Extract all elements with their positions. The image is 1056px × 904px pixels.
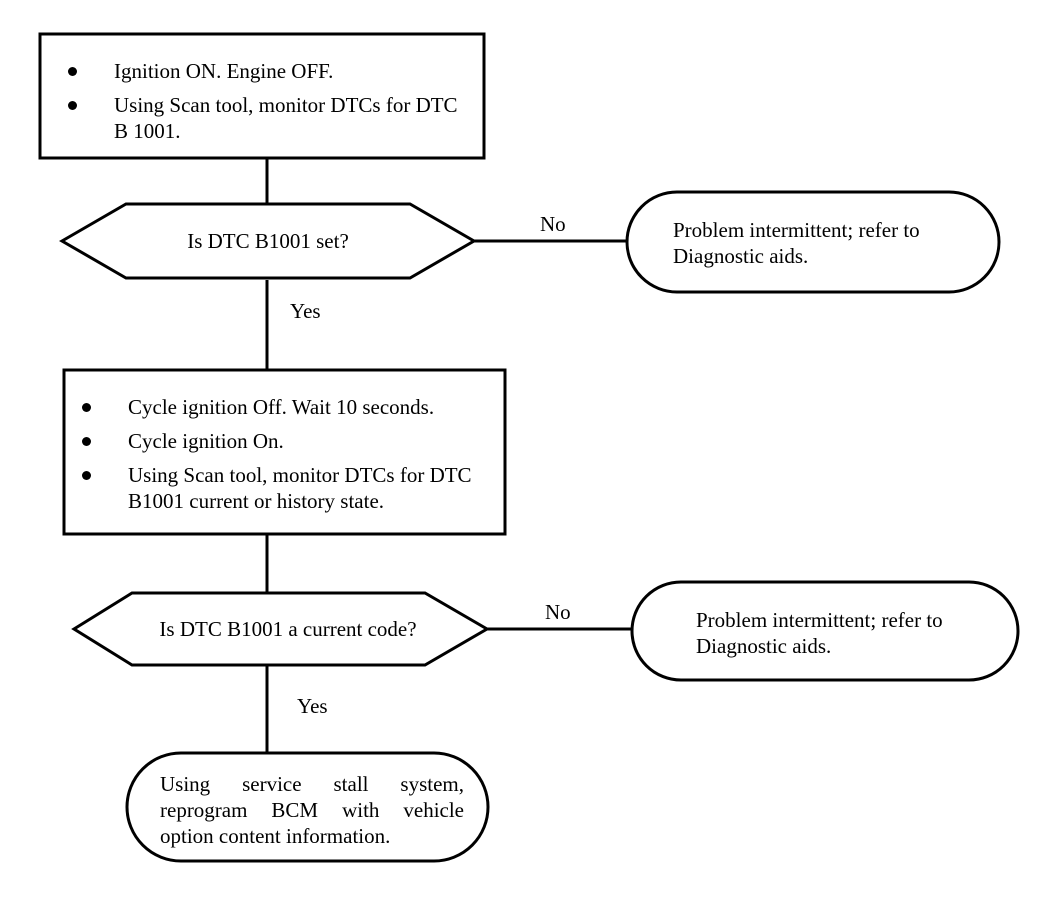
edge-label-no-1: No: [540, 212, 566, 236]
decision-1-text: Is DTC B1001 set?: [110, 228, 426, 254]
decision-2-question: Is DTC B1001 a current code?: [159, 617, 417, 641]
edge-label-no-2: No: [545, 600, 571, 624]
terminal-1-text: Problem intermittent; refer to Diagnosti…: [673, 217, 973, 269]
edge-label-yes-1: Yes: [290, 299, 321, 323]
process-box-1-item: Ignition ON. Engine OFF.: [62, 58, 472, 84]
process-box-1-item-text: Ignition ON. Engine OFF.: [114, 59, 334, 83]
decision-1-question: Is DTC B1001 set?: [187, 229, 349, 253]
decision-shape-1: [59, 202, 477, 280]
bullet-icon: [82, 403, 91, 412]
process-box-1-item-text: Using Scan tool, monitor DTCs for DTC B …: [114, 93, 458, 143]
process-box-1: [38, 32, 486, 160]
terminal-2-text: Problem intermittent; refer to Diagnosti…: [696, 607, 996, 659]
terminal-shape-3: [125, 751, 490, 863]
process-box-2: [62, 368, 507, 536]
bullet-icon: [68, 67, 77, 76]
bullet-icon: [82, 437, 91, 446]
process-box-2-bullets: Cycle ignition Off. Wait 10 seconds. Cyc…: [76, 394, 496, 514]
terminal-2-message: Problem intermittent; refer to Diagnosti…: [696, 608, 943, 658]
terminal-shape-1: [625, 190, 1001, 294]
terminal-1-message: Problem intermittent; refer to Diagnosti…: [673, 218, 920, 268]
terminal-3-text: Using service stall system, reprogram BC…: [160, 771, 464, 849]
process-box-1-item: Using Scan tool, monitor DTCs for DTC B …: [62, 92, 472, 144]
process-box-1-bullets: Ignition ON. Engine OFF. Using Scan tool…: [62, 58, 472, 144]
terminal-3-message: Using service stall system, reprogram BC…: [160, 772, 464, 848]
process-box-1-text: Ignition ON. Engine OFF. Using Scan tool…: [62, 58, 472, 152]
process-box-2-item-text: Using Scan tool, monitor DTCs for DTC B1…: [128, 463, 472, 513]
edge-label-yes-2: Yes: [297, 694, 328, 718]
process-box-2-item: Cycle ignition Off. Wait 10 seconds.: [76, 394, 496, 420]
process-box-2-item-text: Cycle ignition Off. Wait 10 seconds.: [128, 395, 435, 419]
bullet-icon: [82, 471, 91, 480]
process-box-2-text: Cycle ignition Off. Wait 10 seconds. Cyc…: [76, 394, 496, 522]
process-box-2-item-text: Cycle ignition On.: [128, 429, 284, 453]
decision-shape-2: [71, 591, 490, 667]
decision-2-text: Is DTC B1001 a current code?: [120, 616, 456, 642]
process-box-2-item: Using Scan tool, monitor DTCs for DTC B1…: [76, 462, 496, 514]
terminal-shape-2: [630, 580, 1020, 682]
bullet-icon: [68, 101, 77, 110]
process-box-2-item: Cycle ignition On.: [76, 428, 496, 454]
